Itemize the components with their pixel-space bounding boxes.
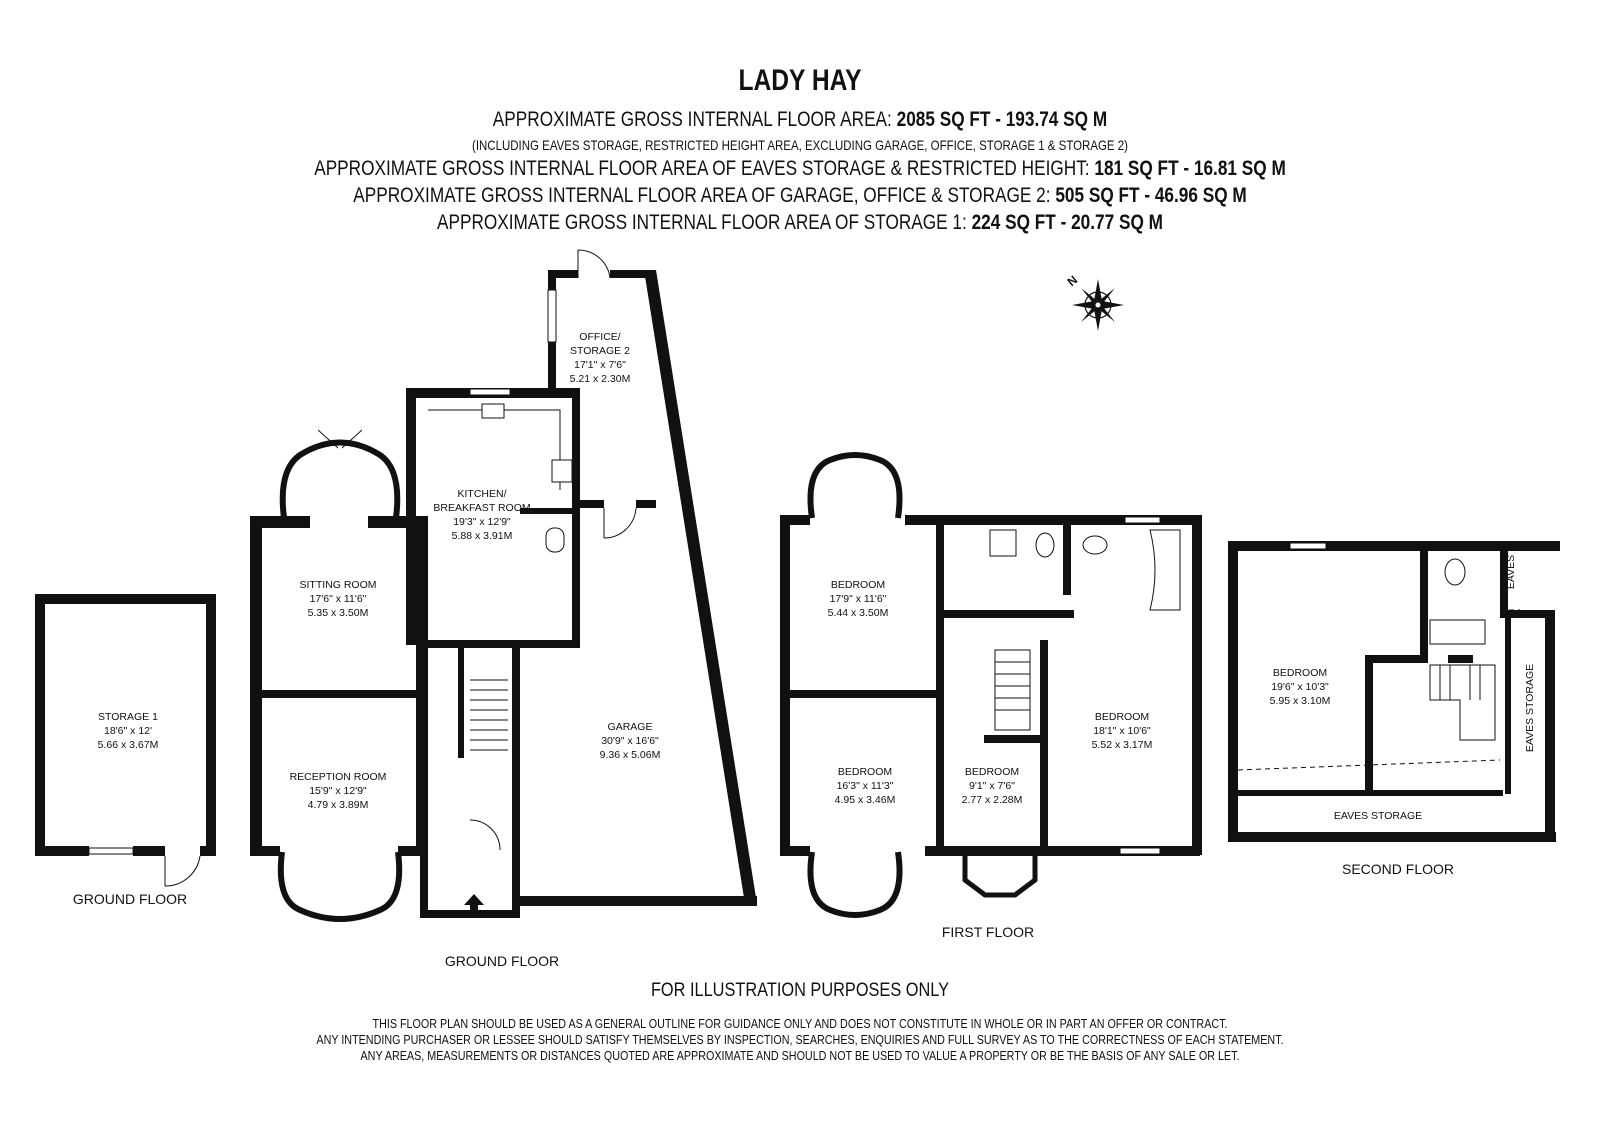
bedroom4-name: BEDROOM xyxy=(1095,711,1149,723)
bedroom2-label: BEDROOM 16'3" x 11'3" 4.95 x 3.46M xyxy=(835,766,896,806)
office-metric: 5.21 x 2.30M xyxy=(570,373,631,385)
compass-icon xyxy=(1072,279,1124,331)
bedroom1-name: BEDROOM xyxy=(831,579,885,591)
second-floor-walls xyxy=(1228,541,1560,842)
garage-imperial: 30'9" x 16'6" xyxy=(601,735,659,747)
gross-area-note: (INCLUDING EAVES STORAGE, RESTRICTED HEI… xyxy=(472,137,1128,153)
bedroom2-metric: 4.95 x 3.46M xyxy=(835,794,896,806)
eaves-top-label: EAVES xyxy=(1505,555,1517,589)
eaves-storage-bottom-label: EAVES STORAGE xyxy=(1334,810,1422,822)
disclaimer-line1: THIS FLOOR PLAN SHOULD BE USED AS A GENE… xyxy=(372,1017,1228,1031)
illustration-note: FOR ILLUSTRATION PURPOSES ONLY xyxy=(650,980,950,1001)
sitting-room-name: SITTING ROOM xyxy=(300,579,377,591)
ground-floor-walls xyxy=(250,249,757,922)
gross-area-label: APPROXIMATE GROSS INTERNAL FLOOR AREA: xyxy=(492,108,892,131)
ground-floor-main-label: GROUND FLOOR xyxy=(445,953,559,969)
storage1-label: STORAGE 1 18'6" x 12' 5.66 x 3.67M xyxy=(98,711,159,751)
bedroom2-imperial: 16'3" x 11'3" xyxy=(837,780,894,792)
second-floor-label: SECOND FLOOR xyxy=(1342,861,1454,877)
bedroom3-name: BEDROOM xyxy=(965,766,1019,778)
bedroom5-label: BEDROOM 19'6" x 10'3" 5.95 x 3.10M xyxy=(1270,667,1331,707)
storage1-area-line: APPROXIMATE GROSS INTERNAL FLOOR AREA OF… xyxy=(144,211,1456,235)
eaves-area-label: APPROXIMATE GROSS INTERNAL FLOOR AREA OF… xyxy=(314,157,1090,180)
office-imperial: 17'1" x 7'6" xyxy=(574,359,626,371)
bedroom5-imperial: 19'6" x 10'3" xyxy=(1271,681,1329,693)
storage1-area-value: 224 SQ FT - 20.77 SQ M xyxy=(971,211,1163,234)
sitting-room-label: SITTING ROOM 17'6" x 11'6" 5.35 x 3.50M xyxy=(300,579,377,619)
eaves-area-line: APPROXIMATE GROSS INTERNAL FLOOR AREA OF… xyxy=(144,157,1456,181)
garage-name: GARAGE xyxy=(608,721,653,733)
bedroom4-label: BEDROOM 18'1" x 10'6" 5.52 x 3.17M xyxy=(1092,711,1153,751)
first-floor-label: FIRST FLOOR xyxy=(942,924,1034,940)
gross-area-line: APPROXIMATE GROSS INTERNAL FLOOR AREA: 2… xyxy=(144,108,1456,132)
garage-area-label: APPROXIMATE GROSS INTERNAL FLOOR AREA OF… xyxy=(353,184,1051,207)
storage1-walls xyxy=(35,594,216,887)
bedroom4-metric: 5.52 x 3.17M xyxy=(1092,739,1153,751)
kitchen-metric: 5.88 x 3.91M xyxy=(452,530,513,542)
gross-area-value: 2085 SQ FT - 193.74 SQ M xyxy=(896,108,1108,131)
first-floor-walls xyxy=(780,452,1202,918)
reception-room-name: RECEPTION ROOM xyxy=(290,771,387,783)
bedroom4-imperial: 18'1" x 10'6" xyxy=(1093,725,1151,737)
bedroom1-imperial: 17'9" x 11'6" xyxy=(830,593,887,605)
office-name-line1: OFFICE/ xyxy=(579,331,620,343)
bedroom3-imperial: 9'1" x 7'6" xyxy=(969,780,1015,792)
ground-floor-left-label: GROUND FLOOR xyxy=(73,891,187,907)
reception-room-imperial: 15'9" x 12'9" xyxy=(309,785,367,797)
reception-room-metric: 4.79 x 3.89M xyxy=(308,799,369,811)
kitchen-label: KITCHEN/ BREAKFAST ROOM 19'3" x 12'9" 5.… xyxy=(433,488,530,542)
kitchen-name-line1: KITCHEN/ xyxy=(457,488,506,500)
storage1-metric: 5.66 x 3.67M xyxy=(98,739,159,751)
office-name-line2: STORAGE 2 xyxy=(570,345,630,357)
plan-title: LADY HAY xyxy=(738,64,862,97)
disclaimer-line3: ANY AREAS, MEASUREMENTS OR DISTANCES QUO… xyxy=(360,1049,1240,1063)
storage1-name: STORAGE 1 xyxy=(98,711,158,723)
garage-label: GARAGE 30'9" x 16'6" 9.36 x 5.06M xyxy=(600,721,661,761)
kitchen-imperial: 19'3" x 12'9" xyxy=(453,516,511,528)
disclaimer-line2: ANY INTENDING PURCHASER OR LESSEE SHOULD… xyxy=(316,1033,1284,1047)
garage-area-line: APPROXIMATE GROSS INTERNAL FLOOR AREA OF… xyxy=(144,184,1456,208)
bedroom3-metric: 2.77 x 2.28M xyxy=(962,794,1023,806)
garage-metric: 9.36 x 5.06M xyxy=(600,749,661,761)
bedroom3-label: BEDROOM 9'1" x 7'6" 2.77 x 2.28M xyxy=(962,766,1023,806)
compass-north-label: N xyxy=(1065,273,1081,289)
bedroom1-label: BEDROOM 17'9" x 11'6" 5.44 x 3.50M xyxy=(828,579,889,619)
bedroom1-metric: 5.44 x 3.50M xyxy=(828,607,889,619)
office-label: OFFICE/ STORAGE 2 17'1" x 7'6" 5.21 x 2.… xyxy=(570,331,631,385)
bedroom5-metric: 5.95 x 3.10M xyxy=(1270,695,1331,707)
kitchen-name-line2: BREAKFAST ROOM xyxy=(433,502,530,514)
reception-room-label: RECEPTION ROOM 15'9" x 12'9" 4.79 x 3.89… xyxy=(290,771,387,811)
eaves-area-value: 181 SQ FT - 16.81 SQ M xyxy=(1094,157,1286,180)
sitting-room-metric: 5.35 x 3.50M xyxy=(308,607,369,619)
sitting-room-imperial: 17'6" x 11'6" xyxy=(310,593,367,605)
eaves-storage-side-label: EAVES STORAGE xyxy=(1524,664,1536,752)
garage-area-value: 505 SQ FT - 46.96 SQ M xyxy=(1055,184,1247,207)
storage1-area-label: APPROXIMATE GROSS INTERNAL FLOOR AREA OF… xyxy=(436,211,967,234)
bedroom5-name: BEDROOM xyxy=(1273,667,1327,679)
bedroom2-name: BEDROOM xyxy=(838,766,892,778)
storage1-imperial: 18'6" x 12' xyxy=(104,725,152,737)
